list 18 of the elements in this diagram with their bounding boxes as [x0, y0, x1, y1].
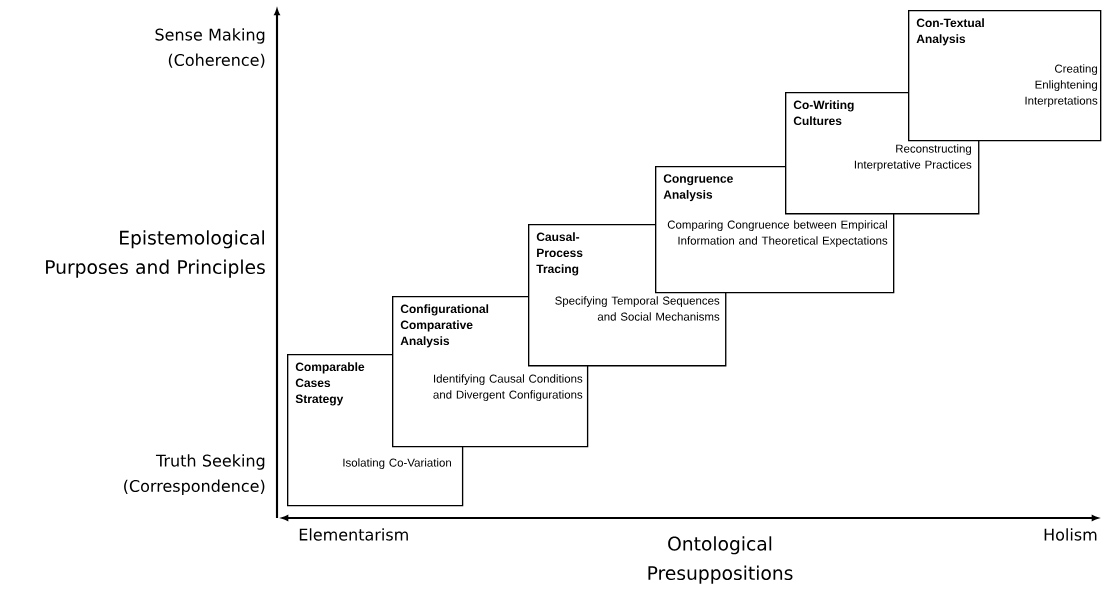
box-text: Isolating Co-Variation: [343, 458, 451, 469]
box-heading: Configurational Comparative Analysis: [400, 304, 489, 348]
box-text: Identifying Causal Conditions and Divergent Configurations: [433, 374, 583, 401]
box-heading: Congruence Analysis: [663, 174, 733, 202]
axis-label: Elementarism: [299, 528, 408, 541]
box-heading: Comparable Cases Strategy: [295, 362, 365, 406]
axis-title: Ontological Presuppositions: [648, 536, 793, 584]
box-text: Reconstructing Interpretative Practices: [854, 144, 972, 171]
box-heading: Co-Writing Cultures: [793, 100, 854, 126]
box-heading: Causal-Process Tracing: [536, 232, 583, 276]
axis-label: Truth Seeking (Correspondence): [124, 454, 265, 496]
box-text: Specifying Temporal Sequences and Social Mechanisms: [555, 296, 720, 321]
box-text: Comparing Congruence between Empirical Information and Theoretical Expectations: [667, 220, 888, 247]
box-heading: Con-Textual Analysis: [916, 18, 984, 46]
axis-label: Holism: [1044, 528, 1097, 541]
axis-title: Epistemological Purposes and Principles: [46, 230, 265, 278]
axis-label: Sense Making (Coherence): [155, 28, 265, 68]
box-text: Creating Enlightening Interpretations: [1025, 64, 1098, 107]
